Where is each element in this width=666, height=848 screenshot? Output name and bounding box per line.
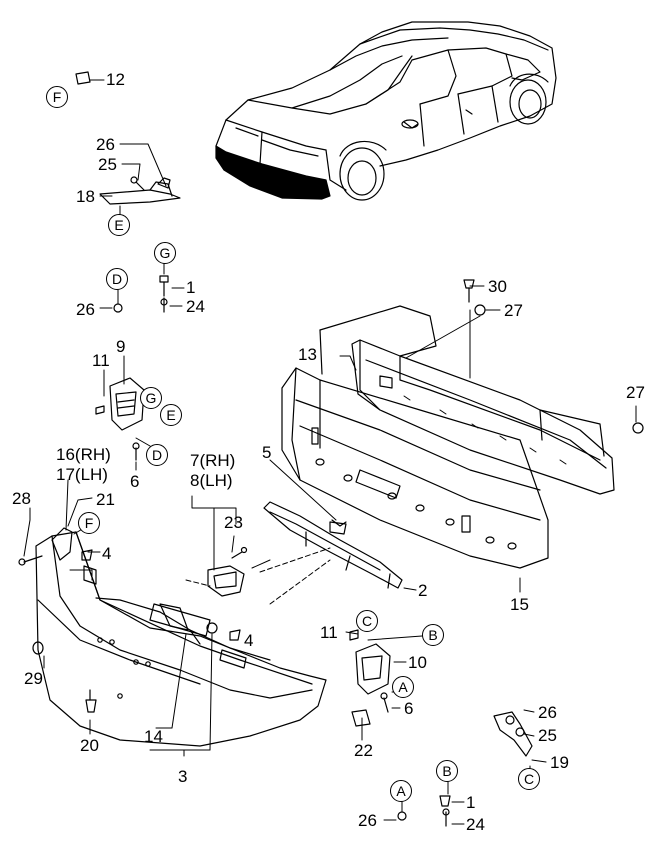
reference-marker-c: C bbox=[356, 610, 378, 632]
part-label-24: 24 bbox=[186, 297, 205, 316]
part-label-30: 30 bbox=[488, 277, 507, 296]
part-label-3: 3 bbox=[178, 767, 188, 786]
reference-marker-f: F bbox=[46, 86, 68, 108]
part-label-25: 25 bbox=[538, 726, 557, 745]
reference-marker-g: G bbox=[154, 242, 176, 264]
reference-marker-a: A bbox=[390, 780, 412, 802]
part-label-28: 28 bbox=[12, 489, 31, 508]
energy-absorber bbox=[281, 367, 549, 569]
part-label-4: 4 bbox=[102, 544, 112, 563]
part-label-25: 25 bbox=[98, 155, 117, 174]
small-parts bbox=[18, 71, 644, 827]
part-label-13: 13 bbox=[298, 345, 317, 364]
part-label-23: 23 bbox=[224, 513, 243, 532]
reference-marker-d: D bbox=[146, 444, 168, 466]
part-label-22: 22 bbox=[354, 741, 373, 760]
part-label-8: 8(LH) bbox=[190, 471, 233, 490]
part-label-10: 10 bbox=[408, 653, 427, 672]
part-label-12: 12 bbox=[106, 70, 125, 89]
part-label-15: 15 bbox=[510, 595, 529, 614]
bumper-rail bbox=[263, 501, 403, 589]
part-label-29: 29 bbox=[24, 669, 43, 688]
reference-marker-c: C bbox=[518, 768, 540, 790]
part-label-5: 5 bbox=[262, 443, 272, 462]
part-label-19: 19 bbox=[550, 753, 569, 772]
part-label-6: 6 bbox=[130, 472, 140, 491]
part-label-24: 24 bbox=[466, 815, 485, 834]
part-label-21: 21 bbox=[96, 490, 115, 509]
reference-marker-e: E bbox=[160, 404, 182, 426]
part-label-1: 1 bbox=[466, 793, 476, 812]
part-label-1: 1 bbox=[186, 278, 196, 297]
part-label-27: 27 bbox=[504, 301, 523, 320]
part-label-11: 11 bbox=[320, 623, 338, 642]
part-label-26: 26 bbox=[538, 703, 557, 722]
reference-marker-a: A bbox=[392, 676, 414, 698]
part-label-26: 26 bbox=[358, 811, 377, 830]
part-label-11: 11 bbox=[92, 351, 110, 370]
part-label-27: 27 bbox=[626, 383, 645, 402]
part-label-17: 17(LH) bbox=[56, 465, 108, 484]
part-label-2: 2 bbox=[418, 581, 428, 600]
part-label-20: 20 bbox=[80, 736, 99, 755]
reference-marker-f: F bbox=[78, 512, 100, 534]
reference-marker-b: B bbox=[436, 760, 458, 782]
reference-marker-g: G bbox=[140, 387, 162, 409]
leader-lines bbox=[23, 79, 637, 825]
part-label-26: 26 bbox=[76, 300, 95, 319]
part-label-9: 9 bbox=[116, 337, 126, 356]
part-label-16: 16(RH) bbox=[56, 445, 111, 464]
part-label-7: 7(RH) bbox=[190, 451, 236, 470]
part-label-4: 4 bbox=[244, 631, 254, 650]
part-label-26: 26 bbox=[96, 135, 115, 154]
vehicle-illustration bbox=[215, 21, 557, 201]
part-label-6: 6 bbox=[404, 699, 414, 718]
reference-marker-d: D bbox=[106, 268, 128, 290]
part-label-14: 14 bbox=[144, 727, 163, 746]
reference-marker-b: B bbox=[422, 624, 444, 646]
bumper-reinforcement bbox=[319, 305, 615, 495]
reference-marker-e: E bbox=[108, 214, 130, 236]
part-label-18: 18 bbox=[76, 187, 95, 206]
